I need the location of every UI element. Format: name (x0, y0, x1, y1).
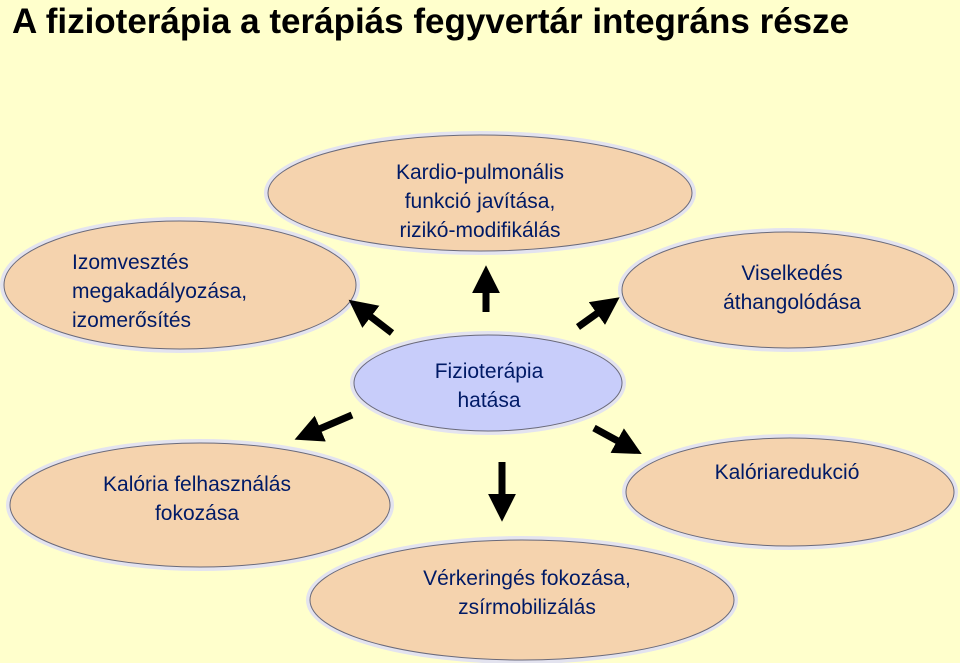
verkeringes-label: Vérkeringés fokozása, zsírmobilizálás (382, 564, 672, 622)
viselkedes-label: Viselkedés áthangolódása (682, 259, 902, 317)
verkeringes-node (306, 536, 738, 663)
center-line-1: Fizioterápia (434, 360, 544, 383)
center-node (350, 331, 626, 435)
izom-line-2: megakadályozása, (72, 280, 248, 303)
arrow-to-izom (348, 299, 395, 336)
izom-line-1: Izomvesztés (72, 251, 189, 274)
izom-line-3: izomerősítés (72, 309, 192, 332)
verkeringes-line-2: zsírmobilizálás (458, 596, 596, 619)
arrow-to-kaloria-felh (294, 411, 354, 442)
izom-node (0, 217, 360, 353)
arrow-to-kaloriaredukcio (592, 424, 642, 455)
kaloriaredukcio-line-1: Kalóriaredukció (714, 461, 860, 484)
viselkedes-node (618, 228, 958, 352)
viselkedes-line-2: áthangolódása (723, 291, 861, 314)
kaloriaredukcio-node (622, 434, 958, 550)
verkeringes-line-1: Vérkeringés fokozása, (423, 567, 631, 590)
viselkedes-line-1: Viselkedés (741, 262, 843, 285)
kardio-line-2: funkció javítása, (404, 190, 556, 213)
kardio-node (264, 131, 696, 255)
arrow-to-viselkedes (575, 297, 620, 330)
kardio-line-1: Kardio-pulmonális (395, 161, 565, 184)
kardio-line-3: rizikó-modifikálás (399, 219, 561, 242)
kaloria-felh-line-2: fokozása (154, 502, 240, 525)
kaloria-felh-label: Kalória felhasználás fokozása (62, 470, 332, 528)
kaloria-felh-node (6, 439, 394, 571)
kaloriaredukcio-label: Kalóriaredukció (672, 458, 902, 487)
center-label: Fizioterápia hatása (399, 357, 579, 415)
kaloria-felh-line-1: Kalória felhasználás (103, 473, 291, 496)
kardio-label: Kardio-pulmonális funkció javítása, rizi… (330, 158, 630, 245)
page-title: A fizioterápia a terápiás fegyvertár int… (12, 2, 850, 41)
izom-label: Izomvesztés megakadályozása, izomerősíté… (72, 248, 332, 335)
center-line-2: hatása (457, 389, 521, 412)
